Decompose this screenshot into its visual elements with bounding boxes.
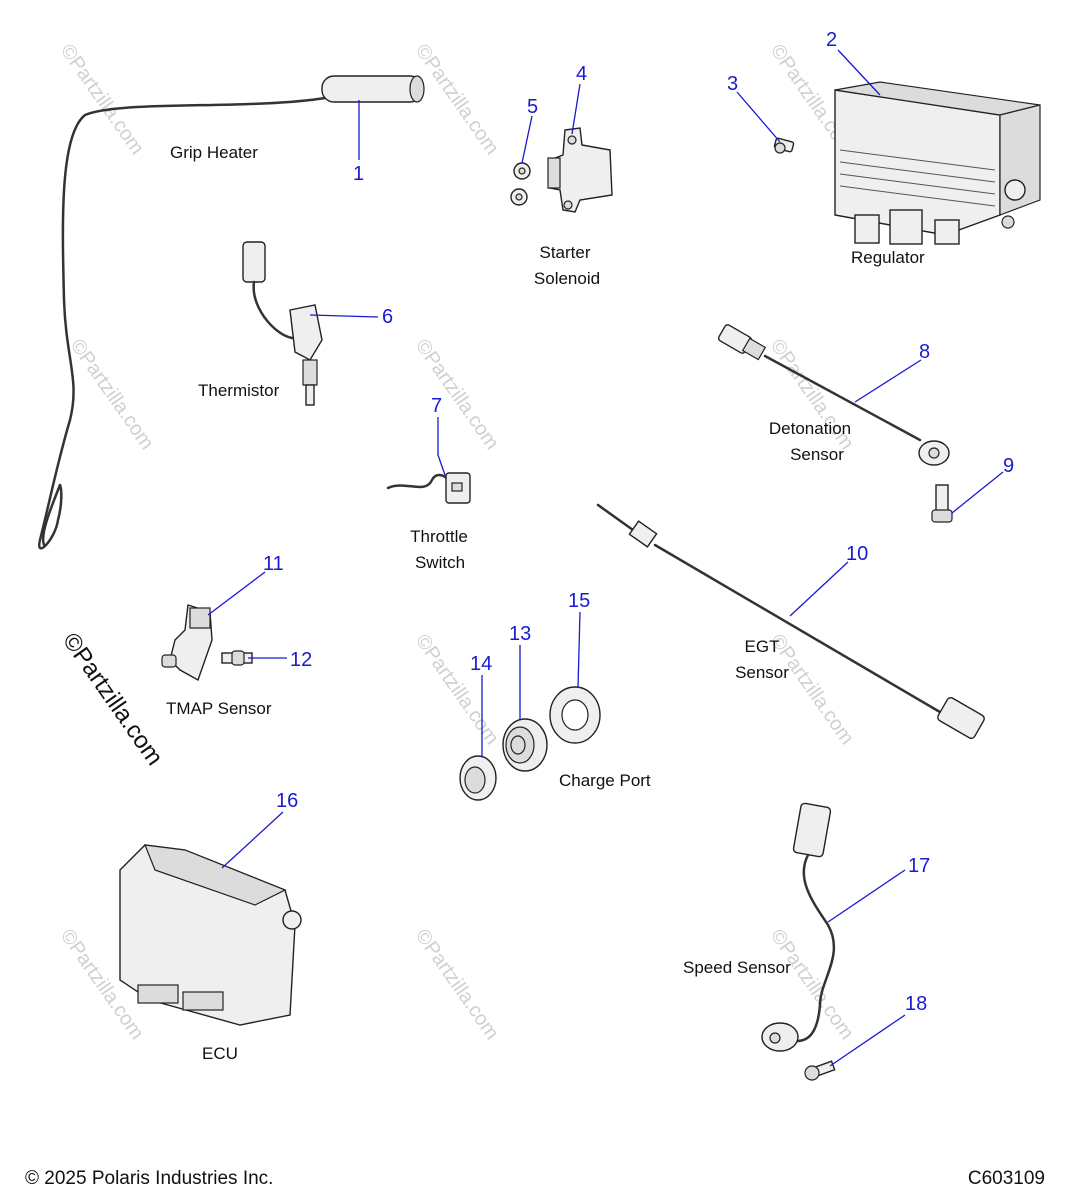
callout-13: 13 (509, 623, 531, 645)
watermark-dark: ©Partzilla.com (57, 628, 168, 771)
leader-10 (789, 561, 849, 617)
label-egt-sensor: Sensor (735, 663, 789, 682)
part-starter-solenoid (547, 127, 613, 213)
part-egt-sensor (596, 503, 985, 739)
label-throttle: Throttle (410, 527, 468, 546)
leader-8 (854, 359, 922, 403)
callout-17: 17 (908, 855, 930, 877)
part-tmap-sensor (161, 604, 213, 682)
watermark: ©Partzilla.com (411, 335, 503, 453)
label-charge-port: Charge Port (559, 771, 651, 790)
footer-copyright: © 2025 Polaris Industries Inc. (25, 1168, 273, 1189)
callout-14: 14 (470, 653, 492, 675)
label-thermistor: Thermistor (198, 381, 280, 400)
label-egt: EGT (745, 637, 780, 656)
part-ecu (119, 844, 302, 1026)
callout-6: 6 (382, 306, 393, 328)
label-tmap-sensor: TMAP Sensor (166, 699, 272, 718)
watermark: ©Partzilla.com (411, 925, 503, 1043)
part-cap-14 (459, 755, 497, 801)
part-bolt-18 (804, 1060, 836, 1081)
callout-16: 16 (276, 790, 298, 812)
callout-3: 3 (727, 73, 738, 95)
leader-lines (207, 49, 1004, 1067)
part-charge-port (502, 718, 548, 772)
label-detonation-sensor: Sensor (790, 445, 844, 464)
part-speed-sensor (761, 802, 836, 1052)
label-solenoid: Solenoid (534, 269, 600, 288)
label-speed-sensor: Speed Sensor (683, 958, 791, 977)
callout-2: 2 (826, 29, 837, 51)
label-ecu: ECU (202, 1044, 238, 1063)
label-regulator: Regulator (851, 248, 925, 267)
part-bolt-9 (931, 484, 953, 523)
callout-18: 18 (905, 993, 927, 1015)
callout-15: 15 (568, 590, 590, 612)
part-regulator (834, 81, 1041, 245)
leader-3 (736, 91, 781, 143)
leader-15 (577, 611, 581, 689)
callout-4: 4 (576, 63, 587, 85)
watermark: ©Partzilla.com (411, 40, 503, 158)
callout-numbers: 1 2 3 4 5 6 7 8 9 10 11 12 13 14 15 16 1… (263, 29, 1014, 1015)
part-throttle-switch (386, 472, 471, 504)
part-labels: Grip Heater Starter Solenoid Regulator T… (166, 143, 925, 1063)
callout-8: 8 (919, 341, 930, 363)
callout-5: 5 (527, 96, 538, 118)
label-starter: Starter (539, 243, 590, 262)
leader-11 (207, 571, 266, 616)
part-thermistor (242, 241, 323, 406)
footer: © 2025 Polaris Industries Inc. C603109 (25, 1168, 1045, 1189)
part-nut-15 (549, 686, 601, 744)
leader-5 (521, 115, 533, 164)
part-bolt-12 (221, 650, 253, 666)
footer-code: C603109 (968, 1168, 1045, 1189)
callout-7: 7 (431, 395, 442, 417)
leader-9 (951, 471, 1004, 514)
watermark: ©Partzilla.com (66, 335, 158, 453)
label-detonation: Detonation (769, 419, 851, 438)
leader-7 (437, 417, 446, 476)
part-bolt-3 (773, 137, 795, 154)
leader-17 (827, 869, 906, 923)
leader-16 (221, 811, 284, 869)
watermark: ©Partzilla.com (411, 630, 503, 748)
leader-4 (571, 83, 581, 135)
callout-1: 1 (353, 163, 364, 185)
callout-11: 11 (263, 553, 284, 575)
part-grip-heater (37, 75, 425, 550)
leader-2 (837, 49, 881, 96)
callout-12: 12 (290, 649, 312, 671)
leader-18 (829, 1014, 906, 1067)
watermark: ©Partzilla.com (56, 40, 148, 158)
leader-6 (309, 314, 379, 318)
label-switch: Switch (415, 553, 465, 572)
label-grip-heater: Grip Heater (170, 143, 258, 162)
part-detonation-sensor (717, 324, 950, 466)
callout-10: 10 (846, 543, 868, 565)
watermark: ©Partzilla.com (766, 630, 858, 748)
part-nuts-5 (510, 162, 531, 206)
callout-9: 9 (1003, 455, 1014, 477)
